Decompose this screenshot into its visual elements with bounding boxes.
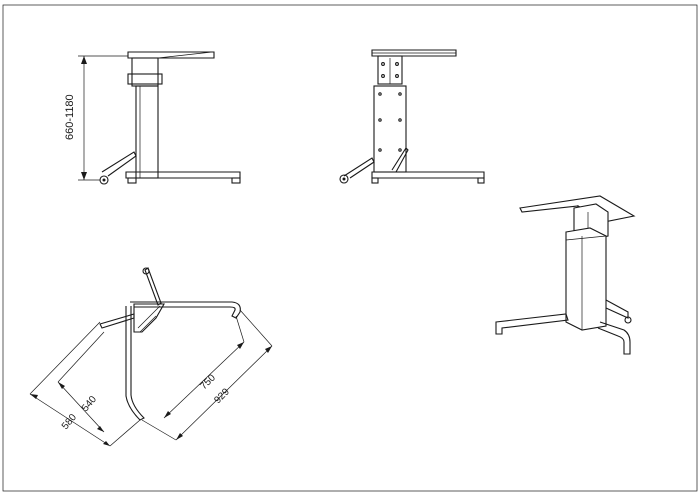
- tabletop-side: [127, 51, 215, 59]
- caster-arm-front: [343, 157, 375, 179]
- column-hatch: [139, 315, 157, 333]
- bolt: [378, 118, 382, 122]
- arrow: [103, 441, 110, 446]
- dim-line-929: [175, 345, 273, 441]
- side-view: 660-1180: [64, 51, 241, 185]
- brace-iso: [605, 299, 629, 319]
- lower-column-iso: [565, 227, 607, 331]
- isometric-view: [495, 195, 636, 355]
- dim-line-540: [57, 381, 105, 433]
- bolt: [381, 74, 385, 78]
- column-hatch: [137, 305, 161, 329]
- ext-line: [29, 321, 101, 395]
- foot-glide-left: [127, 177, 137, 184]
- arrow: [265, 346, 272, 353]
- column-band-iso: [565, 235, 607, 241]
- bolt: [378, 92, 382, 96]
- handle-knob-plan: [142, 267, 150, 275]
- arrow: [164, 411, 171, 418]
- bolt: [395, 74, 399, 78]
- brace-front: [391, 147, 409, 173]
- dim-label-540: 540: [80, 394, 99, 414]
- arrow: [176, 433, 183, 440]
- bolt: [398, 148, 402, 152]
- dim-label-580: 580: [60, 412, 79, 432]
- lower-column-side: [135, 85, 159, 179]
- ext-line: [109, 419, 141, 447]
- bolt: [395, 62, 399, 66]
- plan-view: 540 580 750 929: [29, 267, 273, 447]
- foot-glide-front-left: [371, 177, 379, 184]
- ext-line: [239, 309, 273, 347]
- top-rail-plan: [130, 301, 241, 319]
- upper-column-side: [131, 57, 159, 87]
- foot-front: [371, 171, 485, 179]
- dim-line-580: [29, 393, 111, 447]
- bolt: [398, 92, 402, 96]
- caster-arm-side: [101, 151, 137, 177]
- sheet-border: [2, 4, 698, 492]
- ext-line: [57, 331, 105, 383]
- lower-column-front: [373, 85, 407, 173]
- bolt: [398, 118, 402, 122]
- dim-line-750: [163, 341, 245, 419]
- column-block-plan: [133, 303, 165, 333]
- bolt: [378, 148, 382, 152]
- cross-bar-plan: [99, 313, 135, 329]
- caster-hub-side: [102, 178, 106, 182]
- arrow: [237, 342, 244, 349]
- foot-side: [125, 171, 241, 179]
- ext-line: [141, 419, 177, 441]
- caster-wheel-side: [99, 175, 109, 185]
- arrow: [30, 394, 38, 399]
- foot-left-iso: [495, 313, 569, 335]
- foot-right-iso: [597, 321, 631, 355]
- ext-line: [235, 315, 245, 343]
- front-view: [339, 49, 485, 184]
- caster-iso: [624, 316, 632, 324]
- foot-glide-right: [231, 177, 241, 184]
- arrow: [58, 382, 65, 389]
- dimension-arrow-top: [81, 56, 87, 64]
- dim-label-929: 929: [212, 386, 232, 406]
- column-collar-side: [127, 73, 163, 85]
- height-dimension-label: 660-1180: [64, 94, 76, 140]
- bolt: [381, 62, 385, 66]
- caster-wheel-front: [339, 174, 349, 184]
- tabletop-bracket: [157, 51, 213, 59]
- arrow: [97, 426, 104, 432]
- tabletop-front: [371, 49, 457, 57]
- caster-hub-front: [342, 177, 346, 181]
- dimension-arrow-bottom: [81, 172, 87, 180]
- foot-glide-front: [477, 177, 485, 184]
- dim-label-750: 750: [198, 372, 218, 392]
- leg-plan: [125, 306, 145, 421]
